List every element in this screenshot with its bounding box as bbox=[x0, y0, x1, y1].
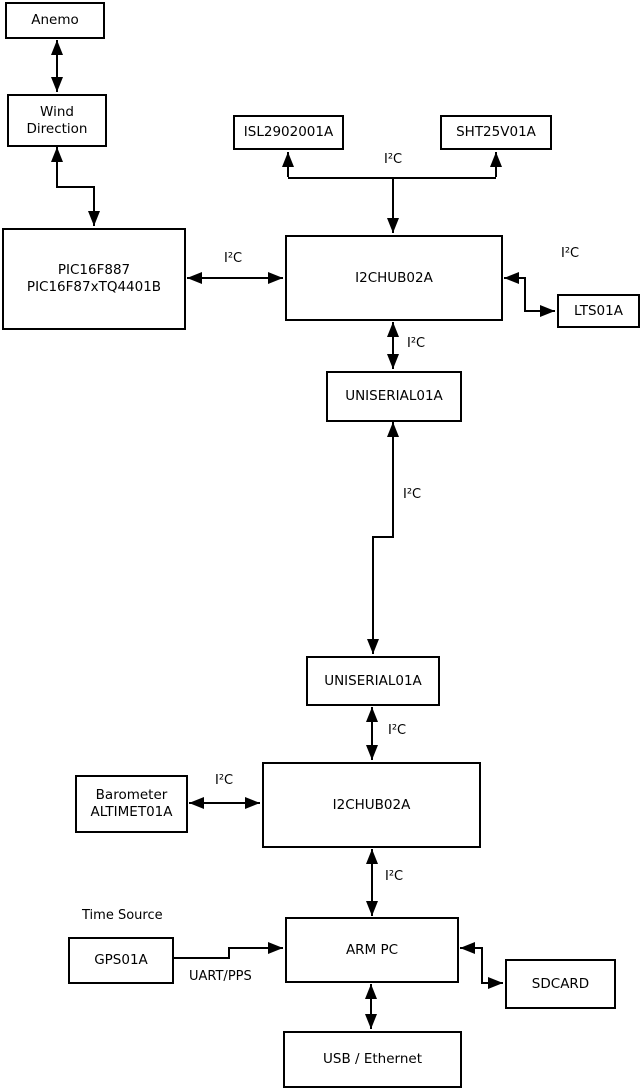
edge-label-i2c-barometer: I²C bbox=[215, 773, 234, 788]
node-sht25v01a-label: SHT25V01A bbox=[456, 124, 536, 140]
node-sdcard: SDCARD bbox=[505, 959, 616, 1009]
connector-armpc-sdcard bbox=[460, 942, 503, 989]
node-wind-direction-label: Wind Direction bbox=[26, 103, 88, 137]
node-arm-pc: ARM PC bbox=[285, 917, 459, 983]
annotation-time-source: Time Source bbox=[82, 908, 163, 923]
node-lts01a-label: LTS01A bbox=[574, 302, 623, 319]
node-uniserial-b-label: UNISERIAL01A bbox=[324, 672, 422, 689]
node-gps01a: GPS01A bbox=[68, 937, 174, 984]
node-uniserial-b: UNISERIAL01A bbox=[306, 656, 440, 706]
node-wind-direction: Wind Direction bbox=[7, 94, 107, 147]
edge-label-i2c-sensor-bus: I²C bbox=[384, 152, 403, 167]
connector-uniserial-a-uniserial-b bbox=[367, 422, 399, 654]
node-uniserial-a: UNISERIAL01A bbox=[326, 371, 462, 422]
connector-i2chub-a-sensor-bus bbox=[282, 152, 502, 233]
node-pic: PIC16F887 PIC16F87xTQ4401B bbox=[2, 228, 186, 330]
node-pic-label: PIC16F887 PIC16F87xTQ4401B bbox=[26, 262, 162, 295]
edge-label-i2c-hub-uniserial: I²C bbox=[407, 336, 426, 351]
edge-label-i2c-pic-hub: I²C bbox=[224, 251, 243, 266]
node-usb-ethernet: USB / Ethernet bbox=[283, 1031, 462, 1088]
edge-label-uart-pps: UART/PPS bbox=[189, 969, 252, 984]
node-usb-ethernet-label: USB / Ethernet bbox=[323, 1051, 422, 1067]
node-barometer: Barometer ALTIMET01A bbox=[75, 775, 188, 833]
node-sht25v01a: SHT25V01A bbox=[440, 115, 552, 150]
node-anemo-label: Anemo bbox=[31, 12, 79, 28]
node-barometer-label: Barometer ALTIMET01A bbox=[90, 787, 173, 820]
connector-i2chub-a-lts bbox=[504, 272, 555, 317]
node-arm-pc-label: ARM PC bbox=[345, 941, 399, 958]
node-isl2902001a-label: ISL2902001A bbox=[243, 124, 334, 140]
edge-label-i2c-trunk: I²C bbox=[403, 487, 422, 502]
node-gps01a-label: GPS01A bbox=[94, 952, 148, 968]
node-isl2902001a: ISL2902001A bbox=[233, 115, 344, 150]
edge-label-i2c-hub-lts: I²C bbox=[561, 246, 580, 261]
edge-label-i2c-uniserial-hub: I²C bbox=[388, 723, 407, 738]
node-uniserial-a-label: UNISERIAL01A bbox=[345, 388, 443, 404]
node-i2chub-b: I2CHUB02A bbox=[262, 762, 481, 848]
node-sdcard-label: SDCARD bbox=[531, 975, 590, 992]
node-i2chub-b-label: I2CHUB02A bbox=[332, 796, 411, 813]
edge-label-i2c-hub-armpc: I²C bbox=[385, 869, 404, 884]
node-anemo: Anemo bbox=[5, 2, 105, 39]
node-i2chub-a-label: I2CHUB02A bbox=[355, 269, 433, 286]
connector-gps-armpc bbox=[173, 942, 283, 959]
node-lts01a: LTS01A bbox=[557, 294, 640, 328]
node-i2chub-a: I2CHUB02A bbox=[285, 235, 503, 321]
connector-wind-pic bbox=[51, 147, 100, 226]
